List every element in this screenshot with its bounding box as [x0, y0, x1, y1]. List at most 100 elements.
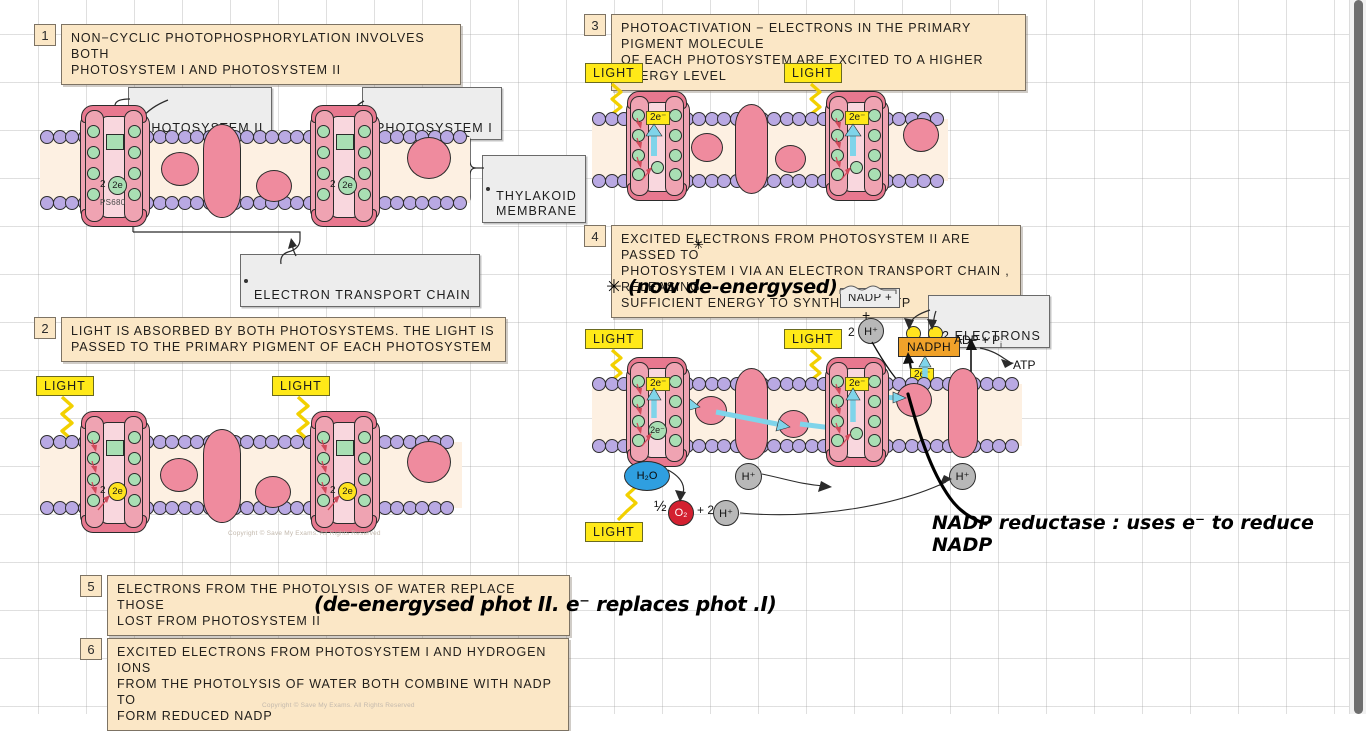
- proton-molecule: H⁺: [858, 318, 884, 344]
- photosystem-1-complex: 2e 2: [310, 105, 380, 227]
- proton-molecule: H⁺: [713, 500, 739, 526]
- step-text-4: EXCITED ELECTRONS FROM PHOTOSYSTEM II AR…: [611, 225, 1021, 318]
- proton-molecule: H⁺: [735, 463, 762, 490]
- pigment-molecule: [632, 434, 645, 447]
- callout-electron-transport-chain: ELECTRON TRANSPORT CHAIN: [240, 254, 480, 307]
- water-molecule: H₂O: [624, 461, 670, 491]
- photosystem-2-complex: 2e 2 PS680: [80, 105, 150, 227]
- electron-pair-circle: 2e: [108, 176, 127, 195]
- step-number-2: 2: [34, 317, 56, 339]
- primary-pigment-molecule: [336, 134, 354, 150]
- water-label: H₂O: [636, 470, 658, 482]
- step-box-5: 5 ELECTRONS FROM THE PHOTOLYSIS OF WATER…: [80, 575, 570, 636]
- electron-count-label: 2: [100, 179, 106, 190]
- membrane-protein-blob: [775, 145, 806, 173]
- pigment-molecule: [868, 168, 881, 181]
- excitation-arrows: [636, 383, 662, 447]
- membrane-protein-blob: [903, 118, 939, 152]
- pigment-molecule: [128, 473, 141, 486]
- membrane-protein-blob: [407, 441, 451, 483]
- phospholipid-head-icon: [1004, 439, 1019, 453]
- pigment-molecule: [868, 129, 881, 142]
- pigment-molecule: [831, 168, 844, 181]
- adp-pi-label: ADP + Pi: [954, 333, 1002, 349]
- pigment-molecule: [669, 149, 682, 162]
- membrane-protein-blob: [256, 170, 292, 202]
- pigment-molecule: [358, 494, 371, 507]
- electron-carrier-blob: [695, 396, 727, 425]
- callout-two-electrons: 2 ELECTRONS: [928, 295, 1050, 348]
- phospholipid-head-icon: [1004, 377, 1019, 391]
- step-number-1: 1: [34, 24, 56, 46]
- primary-pigment-molecule: [106, 440, 124, 456]
- pigment-molecule: [128, 452, 141, 465]
- pigment-molecule: [669, 434, 682, 447]
- half-coefficient: ½: [654, 498, 667, 515]
- handwritten-star-marker: ✳: [693, 238, 704, 253]
- electron-count-label: 2: [100, 485, 106, 496]
- electron-pair-circle: 2e: [108, 482, 127, 501]
- pigment-molecule: [358, 125, 371, 138]
- photosystem-1-complex: 2e 2: [310, 411, 380, 533]
- pigment-molecule: [358, 473, 371, 486]
- pigment-molecule: [868, 149, 881, 162]
- light-label: LIGHT: [36, 376, 94, 396]
- pigment-molecule: [128, 188, 141, 201]
- electron-pair-circle: 2e: [338, 482, 357, 501]
- electron-chip-label: 2e⁻: [845, 111, 870, 125]
- pigment-molecule: [317, 188, 330, 201]
- pigment-molecule: [868, 434, 881, 447]
- pigment-molecule: [831, 434, 844, 447]
- pigment-molecule: [317, 146, 330, 159]
- photosystem-2-complex: 2e 2: [80, 411, 150, 533]
- step-box-6: 6 EXCITED ELECTRONS FROM PHOTOSYSTEM I A…: [80, 638, 569, 731]
- membrane-channel-protein: [203, 429, 241, 523]
- pigment-molecule: [128, 167, 141, 180]
- adp-pi-text: ADP + P: [954, 333, 1001, 347]
- pigment-molecule: [317, 494, 330, 507]
- light-label: LIGHT: [784, 63, 842, 83]
- membrane-protein-blob: [407, 137, 451, 179]
- oxygen-molecule: O₂: [668, 500, 694, 526]
- vertical-scrollbar[interactable]: [1349, 0, 1366, 714]
- electron-chip-label: 2e⁻: [646, 111, 671, 125]
- copyright-notice: Copyright © Save My Exams. All Rights Re…: [228, 530, 381, 537]
- handwritten-note-de-energised: ✳ (now de-energysed): [606, 276, 838, 298]
- excitation-arrows: [835, 117, 862, 181]
- proton-flow-arrows: [667, 392, 988, 526]
- photosystem-1-complex: 2e⁻: [825, 91, 889, 201]
- pigment-molecule: [358, 452, 371, 465]
- photosystem-2-complex: 2e⁻ 2e⁻: [626, 357, 690, 467]
- scrollbar-thumb[interactable]: [1354, 0, 1363, 714]
- callout-dot-icon: [486, 187, 490, 191]
- oxygen-equation-plus: + 2: [697, 503, 715, 517]
- membrane-channel-protein: [203, 124, 241, 218]
- energy-transfer-arrows: [321, 439, 340, 511]
- proton-molecule: H⁺: [949, 463, 976, 490]
- callout-thylakoid-membrane: THYLAKOID MEMBRANE: [482, 155, 587, 223]
- electron-chip-label: 2e⁻: [845, 377, 870, 391]
- pigment-molecule: [868, 415, 881, 428]
- primary-pigment-molecule: [336, 440, 354, 456]
- electron-chip-label: 2e⁻: [646, 377, 671, 391]
- pigment-molecule: [868, 395, 881, 408]
- membrane-protein-blob: [160, 458, 198, 492]
- light-label: LIGHT: [784, 329, 842, 349]
- pigment-molecule: [87, 494, 100, 507]
- pigment-molecule: [632, 168, 645, 181]
- pigment-molecule: [87, 188, 100, 201]
- atp-synthase-channel: [948, 368, 978, 458]
- nadph-box: NADPH: [898, 337, 961, 357]
- handwritten-note-nadp-reductase: NADP reductase : uses e⁻ to reduce NADP: [932, 512, 1314, 556]
- pigment-molecule: [87, 146, 100, 159]
- callout-dot-icon: [244, 278, 248, 283]
- pigment-molecule: [317, 125, 330, 138]
- ps680-label: PS680: [100, 198, 126, 207]
- step-box-2: 2 LIGHT IS ABSORBED BY BOTH PHOTOSYSTEMS…: [34, 317, 506, 362]
- atp-label: ATP: [1013, 358, 1036, 372]
- pigment-molecule: [358, 167, 371, 180]
- step-number-5: 5: [80, 575, 102, 597]
- callout-label: ELECTRON TRANSPORT CHAIN: [254, 288, 471, 302]
- callout-label: THYLAKOID MEMBRANE: [496, 189, 578, 218]
- phospholipid-head-icon: [440, 501, 454, 515]
